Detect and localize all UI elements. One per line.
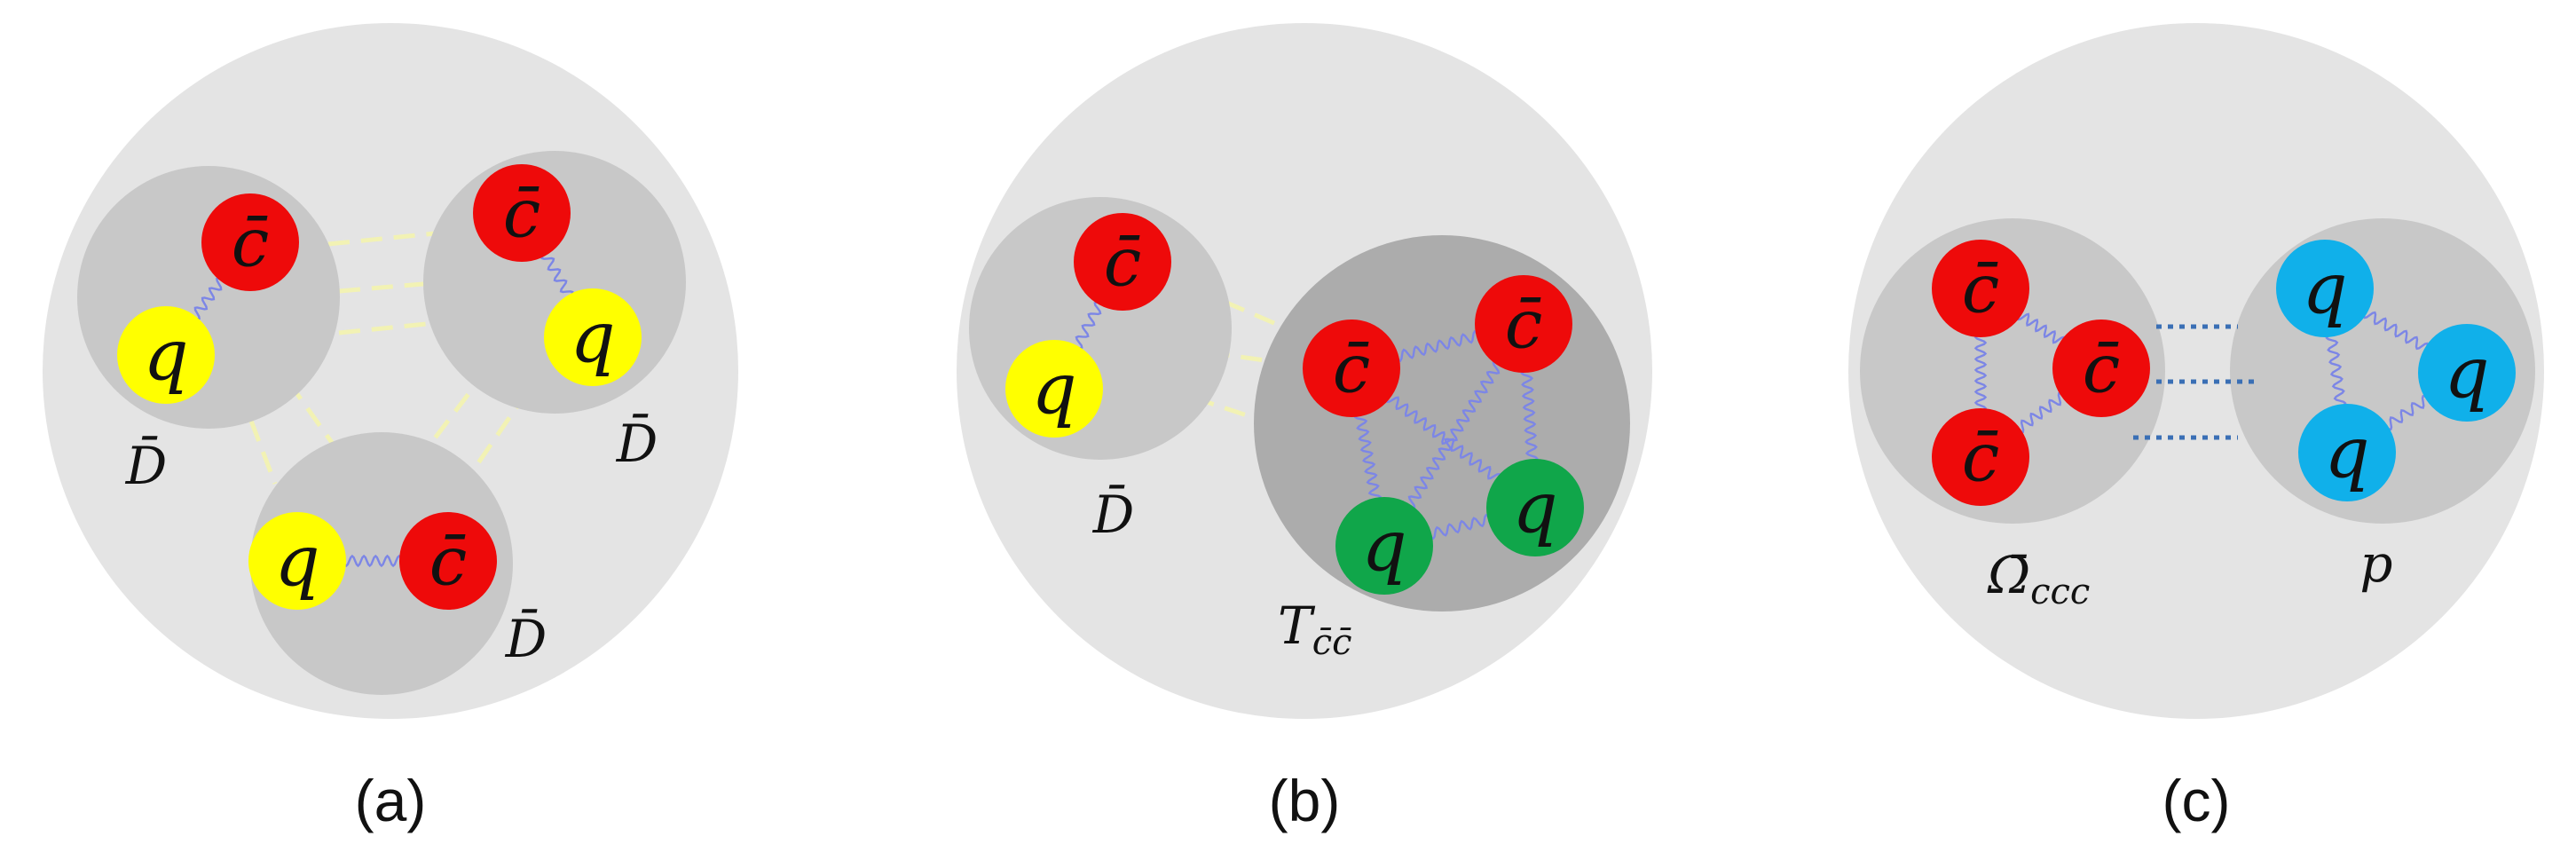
panel-b: c̄ q c̄ c̄ q q D̄ Tc̄c̄ (b) (957, 23, 1652, 833)
hadron-label-dbar: D̄ (505, 608, 547, 669)
svg-text:q: q (2324, 412, 2369, 494)
svg-text:c̄: c̄ (2083, 329, 2121, 408)
tetraquark-label-main: T (1278, 596, 1316, 656)
omega-ccc-bar-label: Ω̄ccc (1987, 545, 2090, 612)
gluon-line (1353, 412, 1383, 502)
charm-antiquark: c̄ (1932, 240, 2029, 337)
charm-antiquark: c̄ (399, 512, 497, 610)
hadron-label-dbar: D̄ (125, 435, 168, 496)
gluon-line (2384, 394, 2430, 431)
light-quark: q (117, 306, 215, 404)
charm-antiquark: c̄ (201, 193, 299, 291)
panel-c-caption: (c) (2162, 768, 2231, 833)
light-quark-green: q (1486, 459, 1584, 556)
svg-text:q: q (1361, 505, 1406, 588)
svg-text:q: q (2444, 332, 2489, 414)
gluon-line (1428, 513, 1492, 540)
svg-text:q: q (2302, 248, 2347, 330)
svg-text:c̄: c̄ (1104, 223, 1142, 302)
panel-c: c̄ c̄ c̄ q q q Ω̄ccc p (c) (1848, 23, 2544, 833)
svg-text:c̄: c̄ (232, 203, 270, 282)
svg-text:q: q (1031, 348, 1076, 430)
svg-text:c̄: c̄ (1333, 329, 1371, 408)
light-quark: q (1005, 340, 1103, 438)
dbar-meson-bottom (250, 432, 513, 695)
light-quark: q (248, 512, 346, 610)
panel-a: c̄ q c̄ q q c̄ D̄ D̄ D̄ (a) (43, 23, 738, 833)
panel-c-dotted-exchange-lines (2133, 324, 2259, 440)
svg-text:q: q (1512, 467, 1557, 549)
gluon-line (2017, 312, 2065, 344)
light-quark-green: q (1335, 497, 1433, 595)
panel-b-caption: (b) (1269, 768, 1341, 833)
tetraquark-compact-core (1254, 235, 1630, 611)
omega-label-main: Ω̄ (1987, 545, 2030, 605)
hadron-label-dbar: D̄ (1092, 484, 1135, 545)
gluon-line (192, 277, 225, 320)
gluon-line (1386, 395, 1501, 481)
svg-text:q: q (570, 296, 615, 379)
charm-antiquark: c̄ (1475, 275, 1572, 373)
dbar-meson-top-left (77, 166, 340, 429)
hadron-label-dbar: D̄ (616, 413, 658, 474)
proton-quark: q (2276, 240, 2374, 337)
gluon-line (2016, 391, 2066, 434)
gluon-line (540, 251, 574, 299)
svg-text:c̄: c̄ (1505, 285, 1543, 364)
charm-antiquark: c̄ (1932, 408, 2029, 506)
tetraquark-label-subscript: c̄c̄ (1312, 622, 1352, 663)
gluon-line (342, 554, 404, 568)
svg-text:q: q (143, 314, 188, 397)
gluon-line (1407, 361, 1501, 509)
gluon-line (2325, 333, 2347, 408)
charm-antiquark: c̄ (1303, 320, 1400, 417)
gluon-line (1075, 301, 1102, 350)
gluon-line (1973, 333, 1988, 413)
proton-label: p (2359, 533, 2392, 594)
charm-antiquark: c̄ (2052, 320, 2150, 417)
gluon-line (2362, 311, 2430, 351)
svg-text:c̄: c̄ (503, 174, 541, 253)
svg-text:q: q (274, 520, 319, 603)
omega-label-subscript: ccc (2030, 572, 2090, 612)
gluon-line (1520, 368, 1539, 463)
light-quark: q (544, 288, 642, 386)
panel-c-outer-region (1848, 23, 2544, 719)
svg-text:c̄: c̄ (1962, 249, 2000, 328)
svg-text:c̄: c̄ (429, 522, 468, 601)
panel-a-caption: (a) (355, 768, 427, 833)
proton-quark: q (2418, 324, 2516, 422)
proton-quark: q (2298, 404, 2396, 501)
svg-text:c̄: c̄ (1962, 418, 2000, 497)
charm-antiquark: c̄ (1074, 213, 1171, 311)
charm-antiquark: c̄ (473, 164, 571, 262)
tetraquark-label: Tc̄c̄ (1278, 596, 1352, 663)
gluon-line (1395, 329, 1480, 363)
